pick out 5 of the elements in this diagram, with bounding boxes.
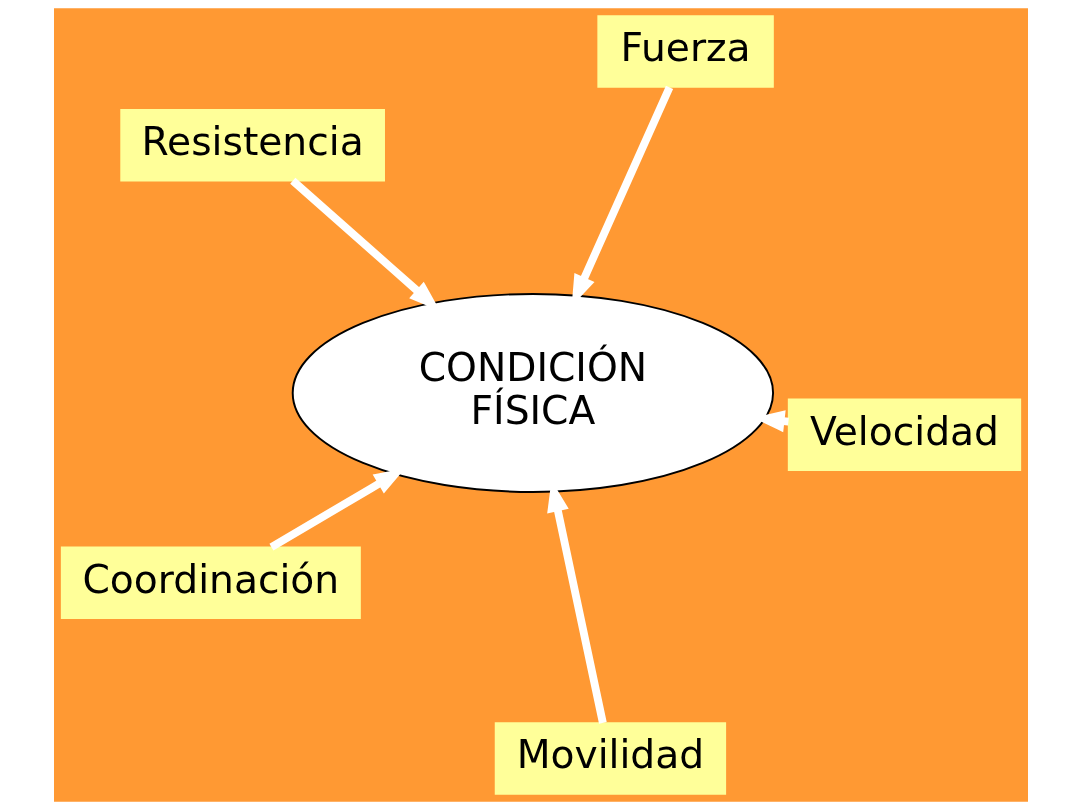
node-box: Velocidad bbox=[787, 398, 1021, 471]
node-box: Resistencia bbox=[119, 109, 385, 182]
node-box: Coordinación bbox=[60, 546, 361, 620]
node-box: Movilidad bbox=[494, 722, 726, 795]
node-box: Fuerza bbox=[596, 15, 774, 88]
